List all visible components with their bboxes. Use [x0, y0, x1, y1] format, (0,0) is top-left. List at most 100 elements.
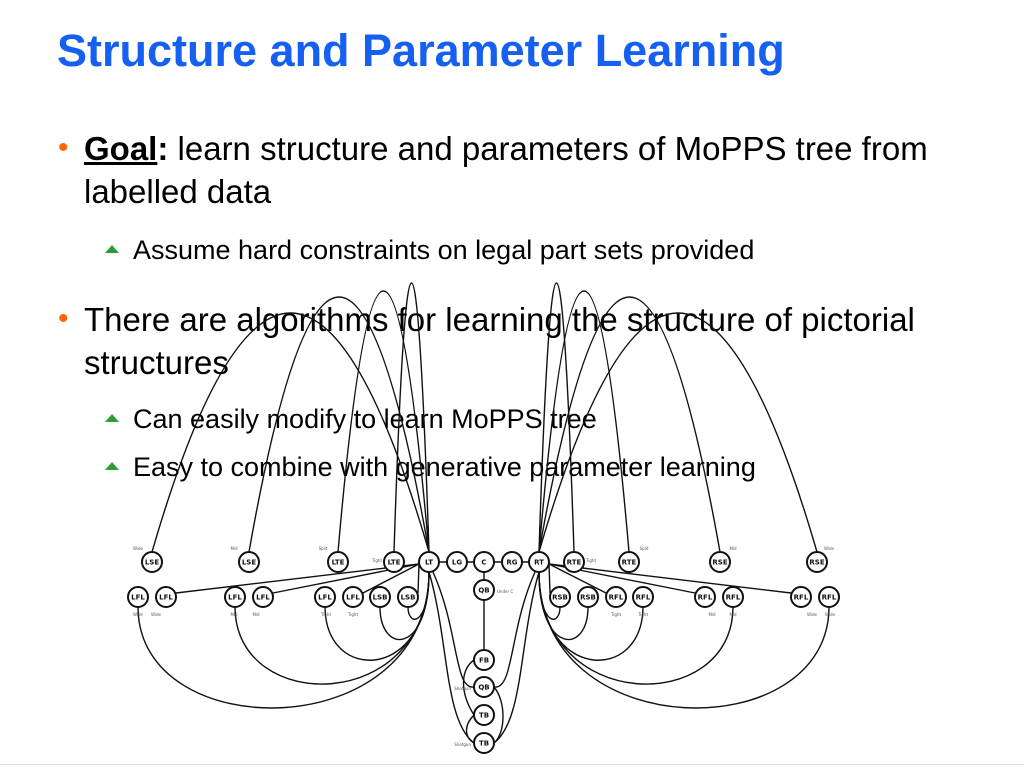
sub-bullet-constraints: Assume hard constraints on legal part se…: [105, 234, 993, 266]
node-lfl-second-5: LFL: [342, 586, 364, 608]
slide-title: Structure and Parameter Learning: [57, 25, 785, 76]
node-lt-top-4: LT: [418, 551, 440, 573]
annotation-tight-right-top: Tight: [585, 558, 597, 563]
svg-text:LFL: LFL: [159, 594, 173, 602]
node-lsb-second-6: LSB: [369, 586, 391, 608]
svg-text:LG: LG: [452, 559, 462, 567]
swoop-rt-tb: [493, 571, 540, 744]
svg-text:FB: FB: [479, 657, 489, 665]
node-qb-column-0: QB: [473, 579, 495, 601]
loop-lt-lsb-2: [407, 571, 430, 620]
annotation-mid-left-1: Mid: [230, 612, 238, 617]
node-rfl-second-13: RFL: [722, 586, 744, 608]
node-rt-top-8: RT: [528, 551, 550, 573]
node-rfl-second-14: RFL: [790, 586, 812, 608]
swoop-lt-qb: [432, 571, 475, 688]
loop-fb-tb: [462, 659, 475, 716]
svg-text:LSB: LSB: [401, 594, 416, 602]
arc-rt-rte-split: [538, 290, 630, 553]
node-c-top-6: C: [473, 551, 495, 573]
svg-text:RFL: RFL: [794, 594, 809, 602]
node-lse-top-1: LSE: [238, 551, 260, 573]
swoop-rt-qb: [493, 571, 536, 688]
node-tb-column-4: TB: [473, 732, 495, 754]
node-tb-column-3: TB: [473, 704, 495, 726]
svg-text:RSE: RSE: [809, 559, 824, 567]
svg-text:RFL: RFL: [822, 594, 837, 602]
annotation-tight-right-2: Tight: [637, 612, 649, 617]
annotation-wide-left-top: Wide: [133, 546, 144, 551]
annotation-shotgun-1: Shotgun: [454, 686, 471, 691]
edge-rt-sec-0: [548, 563, 551, 594]
svg-text:RSB: RSB: [552, 594, 568, 602]
svg-text:RFL: RFL: [636, 594, 651, 602]
arc-lt-lse-wide: [151, 312, 430, 553]
node-lfl-second-4: LFL: [314, 586, 336, 608]
tree-edges: [137, 282, 830, 744]
arc-rt-rte-tight: [538, 282, 575, 553]
loop-rt-rsb-2: [538, 571, 561, 620]
svg-text:RFL: RFL: [609, 594, 624, 602]
node-lsb-second-7: LSB: [397, 586, 419, 608]
swoop-lt-tb: [428, 571, 475, 744]
node-fb-column-1: FB: [473, 649, 495, 671]
annotation-tight-left-1: Tight: [320, 612, 332, 617]
annotation-split-left-top: Split: [319, 546, 328, 551]
svg-text:LSB: LSB: [373, 594, 388, 602]
sub-bullet-text: Assume hard constraints on legal part se…: [133, 235, 755, 265]
svg-text:RSE: RSE: [712, 559, 727, 567]
svg-text:RTE: RTE: [567, 559, 582, 567]
svg-text:LSE: LSE: [242, 559, 257, 567]
svg-text:LFL: LFL: [131, 594, 145, 602]
node-rse-top-12: RSE: [806, 551, 828, 573]
arc-rt-rse-mid: [538, 296, 721, 553]
annotation-mid-right-top: Mid: [729, 546, 737, 551]
sub-bullet-text: Can easily modify to learn MoPPS tree: [133, 404, 597, 434]
svg-text:RT: RT: [534, 559, 544, 567]
annotation-split-right-top: Split: [640, 546, 649, 551]
triangle-bullet-icon: [105, 462, 119, 470]
node-lse-top-0: LSE: [141, 551, 163, 573]
svg-text:QB: QB: [478, 587, 489, 595]
annotation-wide-right-top: Wide: [824, 546, 835, 551]
svg-text:RFL: RFL: [698, 594, 713, 602]
svg-text:TB: TB: [479, 740, 489, 748]
annotation-tight-left-2: Tight: [347, 612, 359, 617]
arc-lt-lte-split: [337, 290, 430, 553]
node-rfl-second-12: RFL: [694, 586, 716, 608]
edge-rt-sec-3: [548, 563, 792, 594]
bullet-text: There are algorithms for learning the st…: [84, 301, 915, 381]
loop-tb-tb: [465, 714, 475, 744]
svg-text:RG: RG: [506, 559, 517, 567]
node-rg-top-7: RG: [501, 551, 523, 573]
goal-label: Goal: [84, 130, 158, 167]
node-lte-top-2: LTE: [327, 551, 349, 573]
annotation-mid-left-top: Mid: [230, 546, 238, 551]
edge-lt-sec-2: [362, 563, 420, 594]
annotation-mid-right-2: Mid: [729, 612, 737, 617]
sub-bullet-modify: Can easily modify to learn MoPPS tree: [105, 403, 993, 435]
annotation-wide-right-2: Wide: [825, 612, 836, 617]
sub-bullet-combine: Easy to combine with generative paramete…: [105, 451, 993, 483]
svg-text:LFL: LFL: [318, 594, 332, 602]
node-rfl-second-15: RFL: [818, 586, 840, 608]
edge-lt-sec-0: [175, 563, 420, 594]
arc-lt-lte-tight: [393, 282, 430, 553]
svg-text:RSB: RSB: [580, 594, 596, 602]
node-qb-column-2: QB: [473, 676, 495, 698]
annotation-mid-left-2: Mid: [252, 612, 260, 617]
annotation-under-c: Under C: [497, 589, 513, 594]
svg-text:RFL: RFL: [726, 594, 741, 602]
bottom-divider: [0, 764, 1024, 765]
svg-text:QB: QB: [478, 684, 489, 692]
node-rsb-second-9: RSB: [577, 586, 599, 608]
annotation-tight-left-top: Tight: [371, 558, 383, 563]
node-lfl-second-3: LFL: [252, 586, 274, 608]
sub-bullet-text: Easy to combine with generative paramete…: [133, 452, 756, 482]
triangle-bullet-icon: [105, 414, 119, 422]
goal-colon: :: [157, 130, 169, 167]
svg-text:LSE: LSE: [145, 559, 160, 567]
annotation-mid-right-1: Mid: [708, 612, 716, 617]
arc-rt-rse-wide: [538, 312, 818, 553]
